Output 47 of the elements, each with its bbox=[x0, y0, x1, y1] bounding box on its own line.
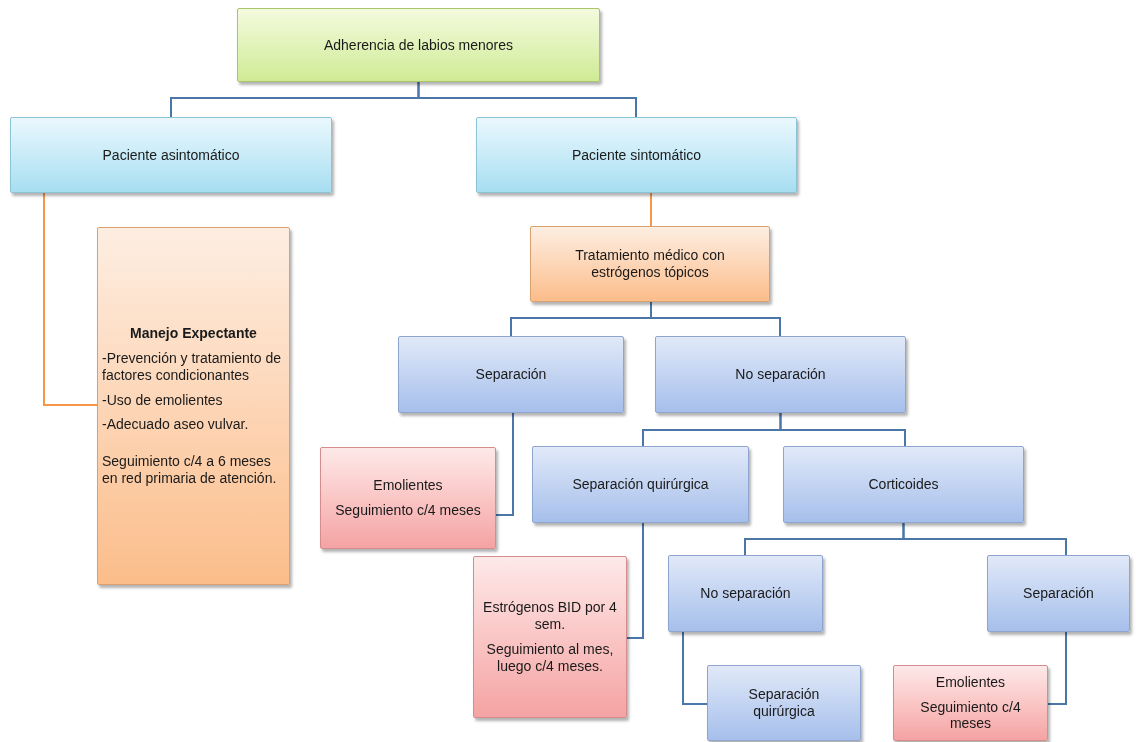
connector-line bbox=[43, 192, 98, 406]
box-text: Adherencia de labios menores bbox=[323, 36, 514, 54]
connector-line bbox=[417, 81, 637, 118]
box-text: Separación quirúrgica bbox=[572, 476, 709, 493]
box-text: -Uso de emolientes bbox=[102, 391, 224, 409]
box-text: -Adecuado aseo vulvar. bbox=[102, 416, 250, 434]
box-text: Separación bbox=[475, 366, 547, 383]
box-text: Emolientes bbox=[373, 477, 443, 494]
box-text: Paciente sintomático bbox=[571, 146, 702, 164]
connector-line bbox=[626, 522, 644, 639]
connector-line bbox=[902, 522, 1067, 556]
box-text: No separación bbox=[735, 366, 826, 383]
box-text: Emolientes bbox=[935, 673, 1006, 691]
outcome-box bbox=[398, 336, 624, 413]
branch-box bbox=[476, 117, 797, 193]
title-box bbox=[237, 8, 600, 82]
box-text: Seguimiento c/4 meses bbox=[919, 698, 1022, 733]
followup-box bbox=[473, 556, 627, 718]
box-text: Separación quirúrgica bbox=[747, 686, 821, 720]
outcome-box bbox=[655, 336, 906, 413]
box-text: Separación bbox=[1023, 585, 1094, 602]
box-text: -Prevención y tratamiento de factores condicionantes bbox=[102, 350, 282, 384]
branch-box bbox=[10, 117, 332, 193]
box-text: Estrógenos BID por 4 sem. bbox=[482, 599, 618, 633]
box-text: Corticoides bbox=[868, 476, 939, 493]
connector-line bbox=[650, 301, 781, 337]
management-box bbox=[97, 227, 290, 585]
option-box bbox=[783, 446, 1024, 523]
connector-line bbox=[682, 631, 708, 705]
followup-box bbox=[320, 447, 496, 549]
connector-line bbox=[650, 192, 652, 227]
box-text: Seguimiento c/4 a 6 meses en red primaria de atención. bbox=[102, 453, 278, 487]
box-text: Paciente asintomático bbox=[102, 146, 240, 164]
outcome-box bbox=[987, 555, 1130, 632]
option-box bbox=[532, 446, 749, 523]
connector-line bbox=[1047, 631, 1067, 705]
box-text: Seguimiento al mes, luego c/4 meses. bbox=[485, 641, 615, 675]
connector-line bbox=[779, 412, 906, 447]
box-text: No separación bbox=[700, 585, 791, 602]
treatment-box bbox=[530, 226, 770, 302]
box-text: Seguimiento c/4 meses bbox=[335, 502, 481, 519]
followup-box bbox=[893, 665, 1048, 741]
connector-line bbox=[495, 412, 514, 516]
box-text: Tratamiento médico con estrógenos tópicos bbox=[574, 247, 726, 281]
outcome-box bbox=[668, 555, 823, 632]
option-box bbox=[707, 665, 861, 741]
box-heading: Manejo Expectante bbox=[129, 325, 258, 342]
